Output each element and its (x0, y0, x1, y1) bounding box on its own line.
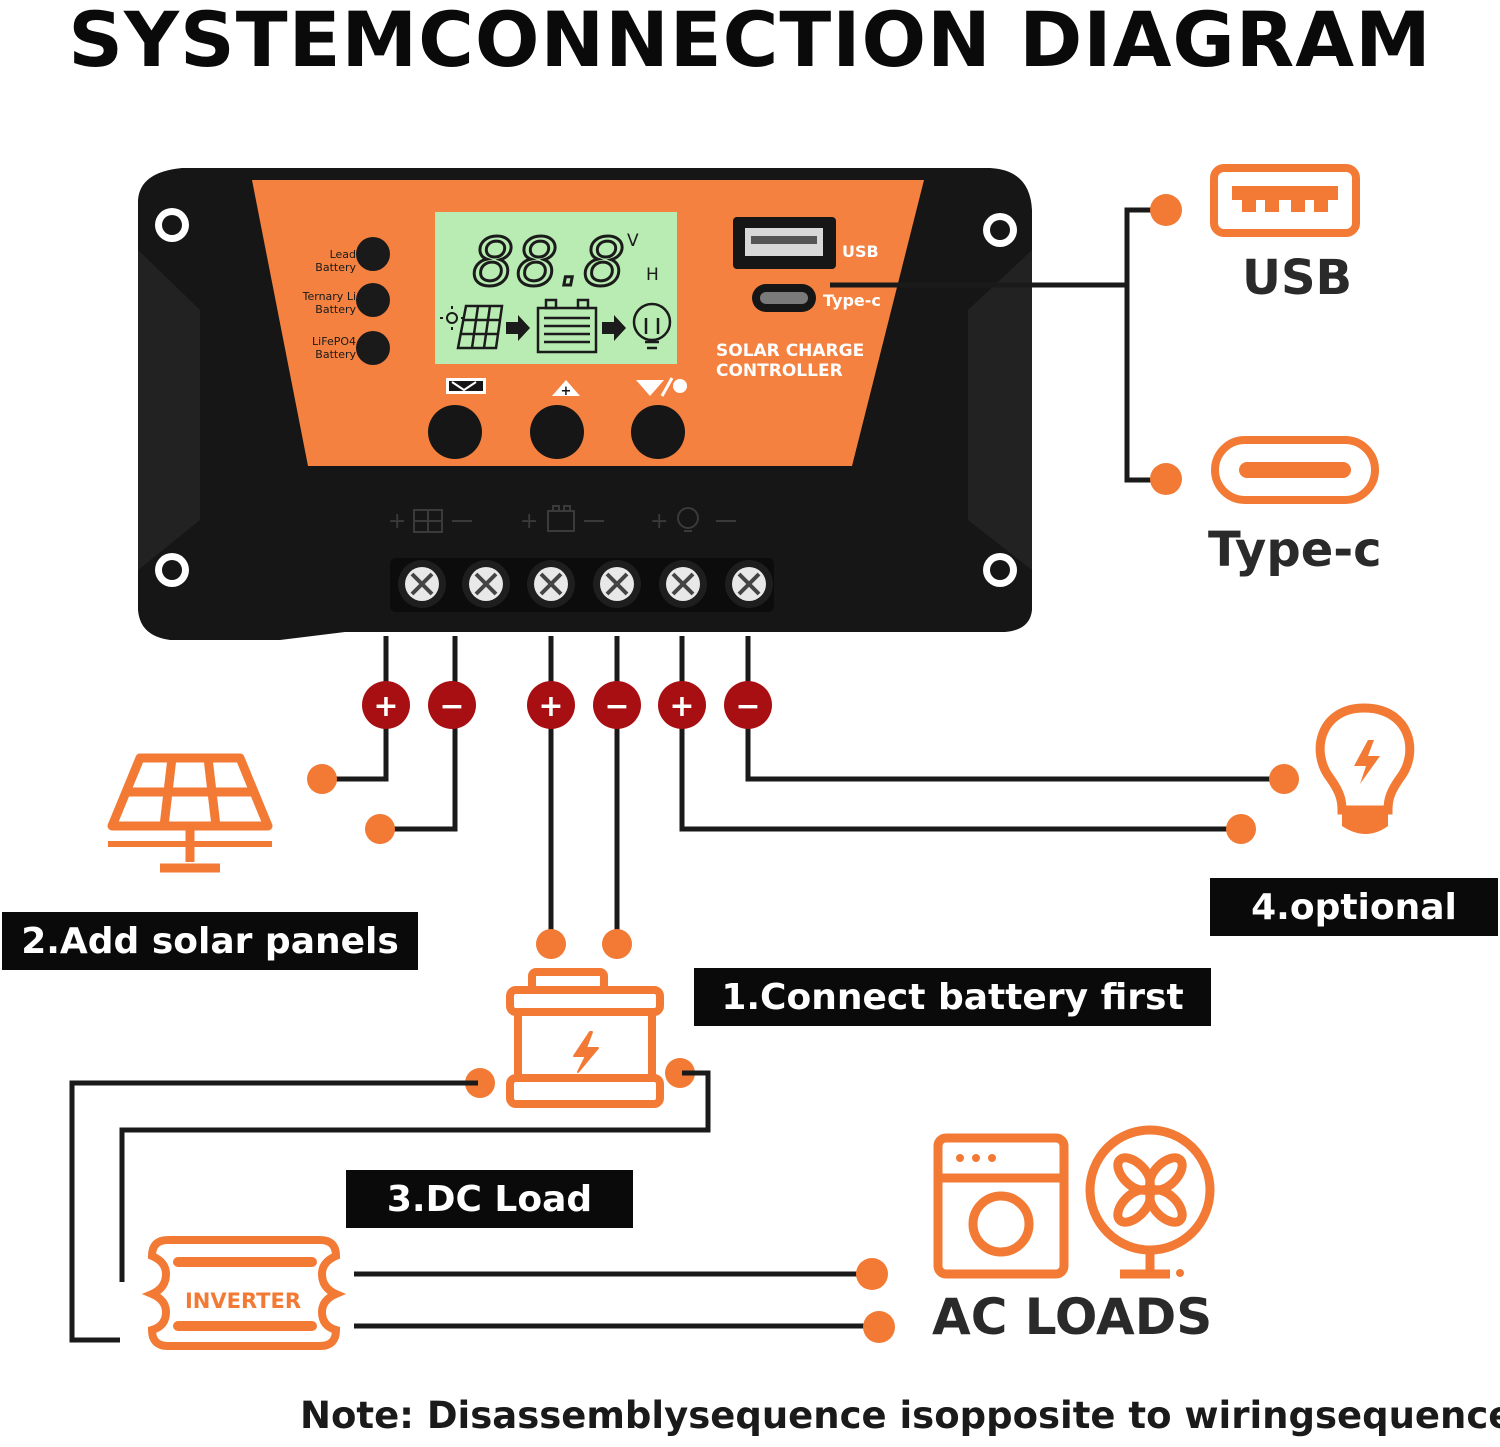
mount-hole-icon (155, 553, 189, 587)
typec-port-label: Type-c (823, 291, 881, 310)
terminal-screw-icon (462, 560, 510, 608)
mount-hole-icon (983, 553, 1017, 587)
battery-icon (506, 968, 664, 1108)
terminal-polarity-badge (658, 681, 706, 729)
fan-icon (1085, 1125, 1215, 1279)
load-connector-dot (1269, 764, 1299, 794)
terminal-polarity-badge (428, 681, 476, 729)
svg-text:+: + (650, 509, 668, 534)
terminal-group-labels: + + + (388, 505, 736, 534)
svg-text:+: + (520, 509, 538, 534)
terminal-polarity-badge (362, 681, 410, 729)
terminal-screw-icon (593, 560, 641, 608)
usb-icon (1210, 164, 1360, 237)
terminal-screw-icon (527, 560, 575, 608)
terminal-polarity-label: + (538, 689, 563, 724)
ac-loads-label: AC LOADS (932, 1288, 1213, 1346)
terminal-screw-icon (725, 560, 773, 608)
battery-type-indicator-lead (356, 237, 390, 271)
terminal-screw-icon (398, 560, 446, 608)
solar-connector-dot (365, 814, 395, 844)
step-dc-load-tag: 3.DC Load (346, 1170, 633, 1228)
ac-connector-dot (863, 1311, 895, 1343)
typec-connector-dot (1150, 463, 1182, 495)
usb-port-label: USB (842, 242, 879, 261)
terminal-wires (324, 636, 1283, 944)
step-solar-tag: 2.Add solar panels (2, 912, 418, 970)
lcd-digits: 88.8 (472, 224, 627, 301)
svg-text:+: + (561, 384, 572, 399)
lcd-solar-panel-icon (456, 304, 504, 350)
solar-connector-dot (307, 764, 337, 794)
load-connector-dot (1226, 814, 1256, 844)
down-light-button-icon (636, 377, 687, 397)
terminal-screw-icon (659, 560, 707, 608)
up-button[interactable] (530, 405, 584, 459)
typec-icon (1211, 436, 1379, 504)
battery-type-indicator-ternary (356, 283, 390, 317)
typec-output-label: Type-c (1208, 522, 1382, 578)
lcd-unit-h: H (646, 265, 659, 285)
mount-hole-icon (155, 208, 189, 242)
usb-output-wiring (830, 207, 1165, 483)
terminal-screws (398, 560, 773, 608)
washing-machine-icon (933, 1133, 1069, 1279)
battery-connector-dot (536, 929, 566, 959)
terminal-polarity-badges: + − + − + − (362, 681, 772, 729)
usb-connector-dot (1150, 194, 1182, 226)
battery-connector-dot (602, 929, 632, 959)
terminal-polarity-label: + (669, 689, 694, 724)
wiring-note: Note: Disassemblysequence isopposite to … (300, 1394, 1500, 1437)
terminal-polarity-label: − (735, 689, 760, 724)
terminal-polarity-badge (724, 681, 772, 729)
terminal-polarity-badge (527, 681, 575, 729)
inverter-wires (69, 1070, 878, 1343)
lcd-arrow-icon (602, 315, 626, 341)
ac-connector-dot (856, 1258, 888, 1290)
inverter-icon: INVERTER (141, 1236, 347, 1350)
lcd-arrow-icon (506, 315, 530, 341)
lcd-unit-v: V (627, 231, 639, 251)
terminal-polarity-label: − (439, 689, 464, 724)
diagram-title: SYSTEMCONNECTION DIAGRAM (68, 0, 1432, 84)
mount-hole-icon (983, 213, 1017, 247)
solar-panel-icon (107, 753, 273, 873)
light-bulb-icon (1315, 703, 1415, 834)
battery-type-indicator-lifepo4 (356, 331, 390, 365)
svg-text:+: + (388, 509, 406, 534)
step-optional-tag: 4.optional (1210, 878, 1498, 936)
step-battery-tag: 1.Connect battery first (694, 968, 1211, 1026)
mode-button-icon (446, 378, 486, 394)
lcd-screen (435, 212, 677, 364)
inverter-label: INVERTER (185, 1289, 301, 1313)
battery-output-dot (665, 1058, 695, 1088)
lcd-bulb-icon (632, 302, 672, 350)
battery-output-dot (465, 1068, 495, 1098)
terminal-polarity-badge (593, 681, 641, 729)
down-light-button[interactable] (631, 405, 685, 459)
lcd-battery-icon (536, 298, 598, 354)
up-button-icon: + (552, 380, 580, 399)
usb-output-label: USB (1242, 250, 1353, 306)
mode-button[interactable] (428, 405, 482, 459)
terminal-polarity-label: + (373, 689, 398, 724)
terminal-polarity-label: − (604, 689, 629, 724)
